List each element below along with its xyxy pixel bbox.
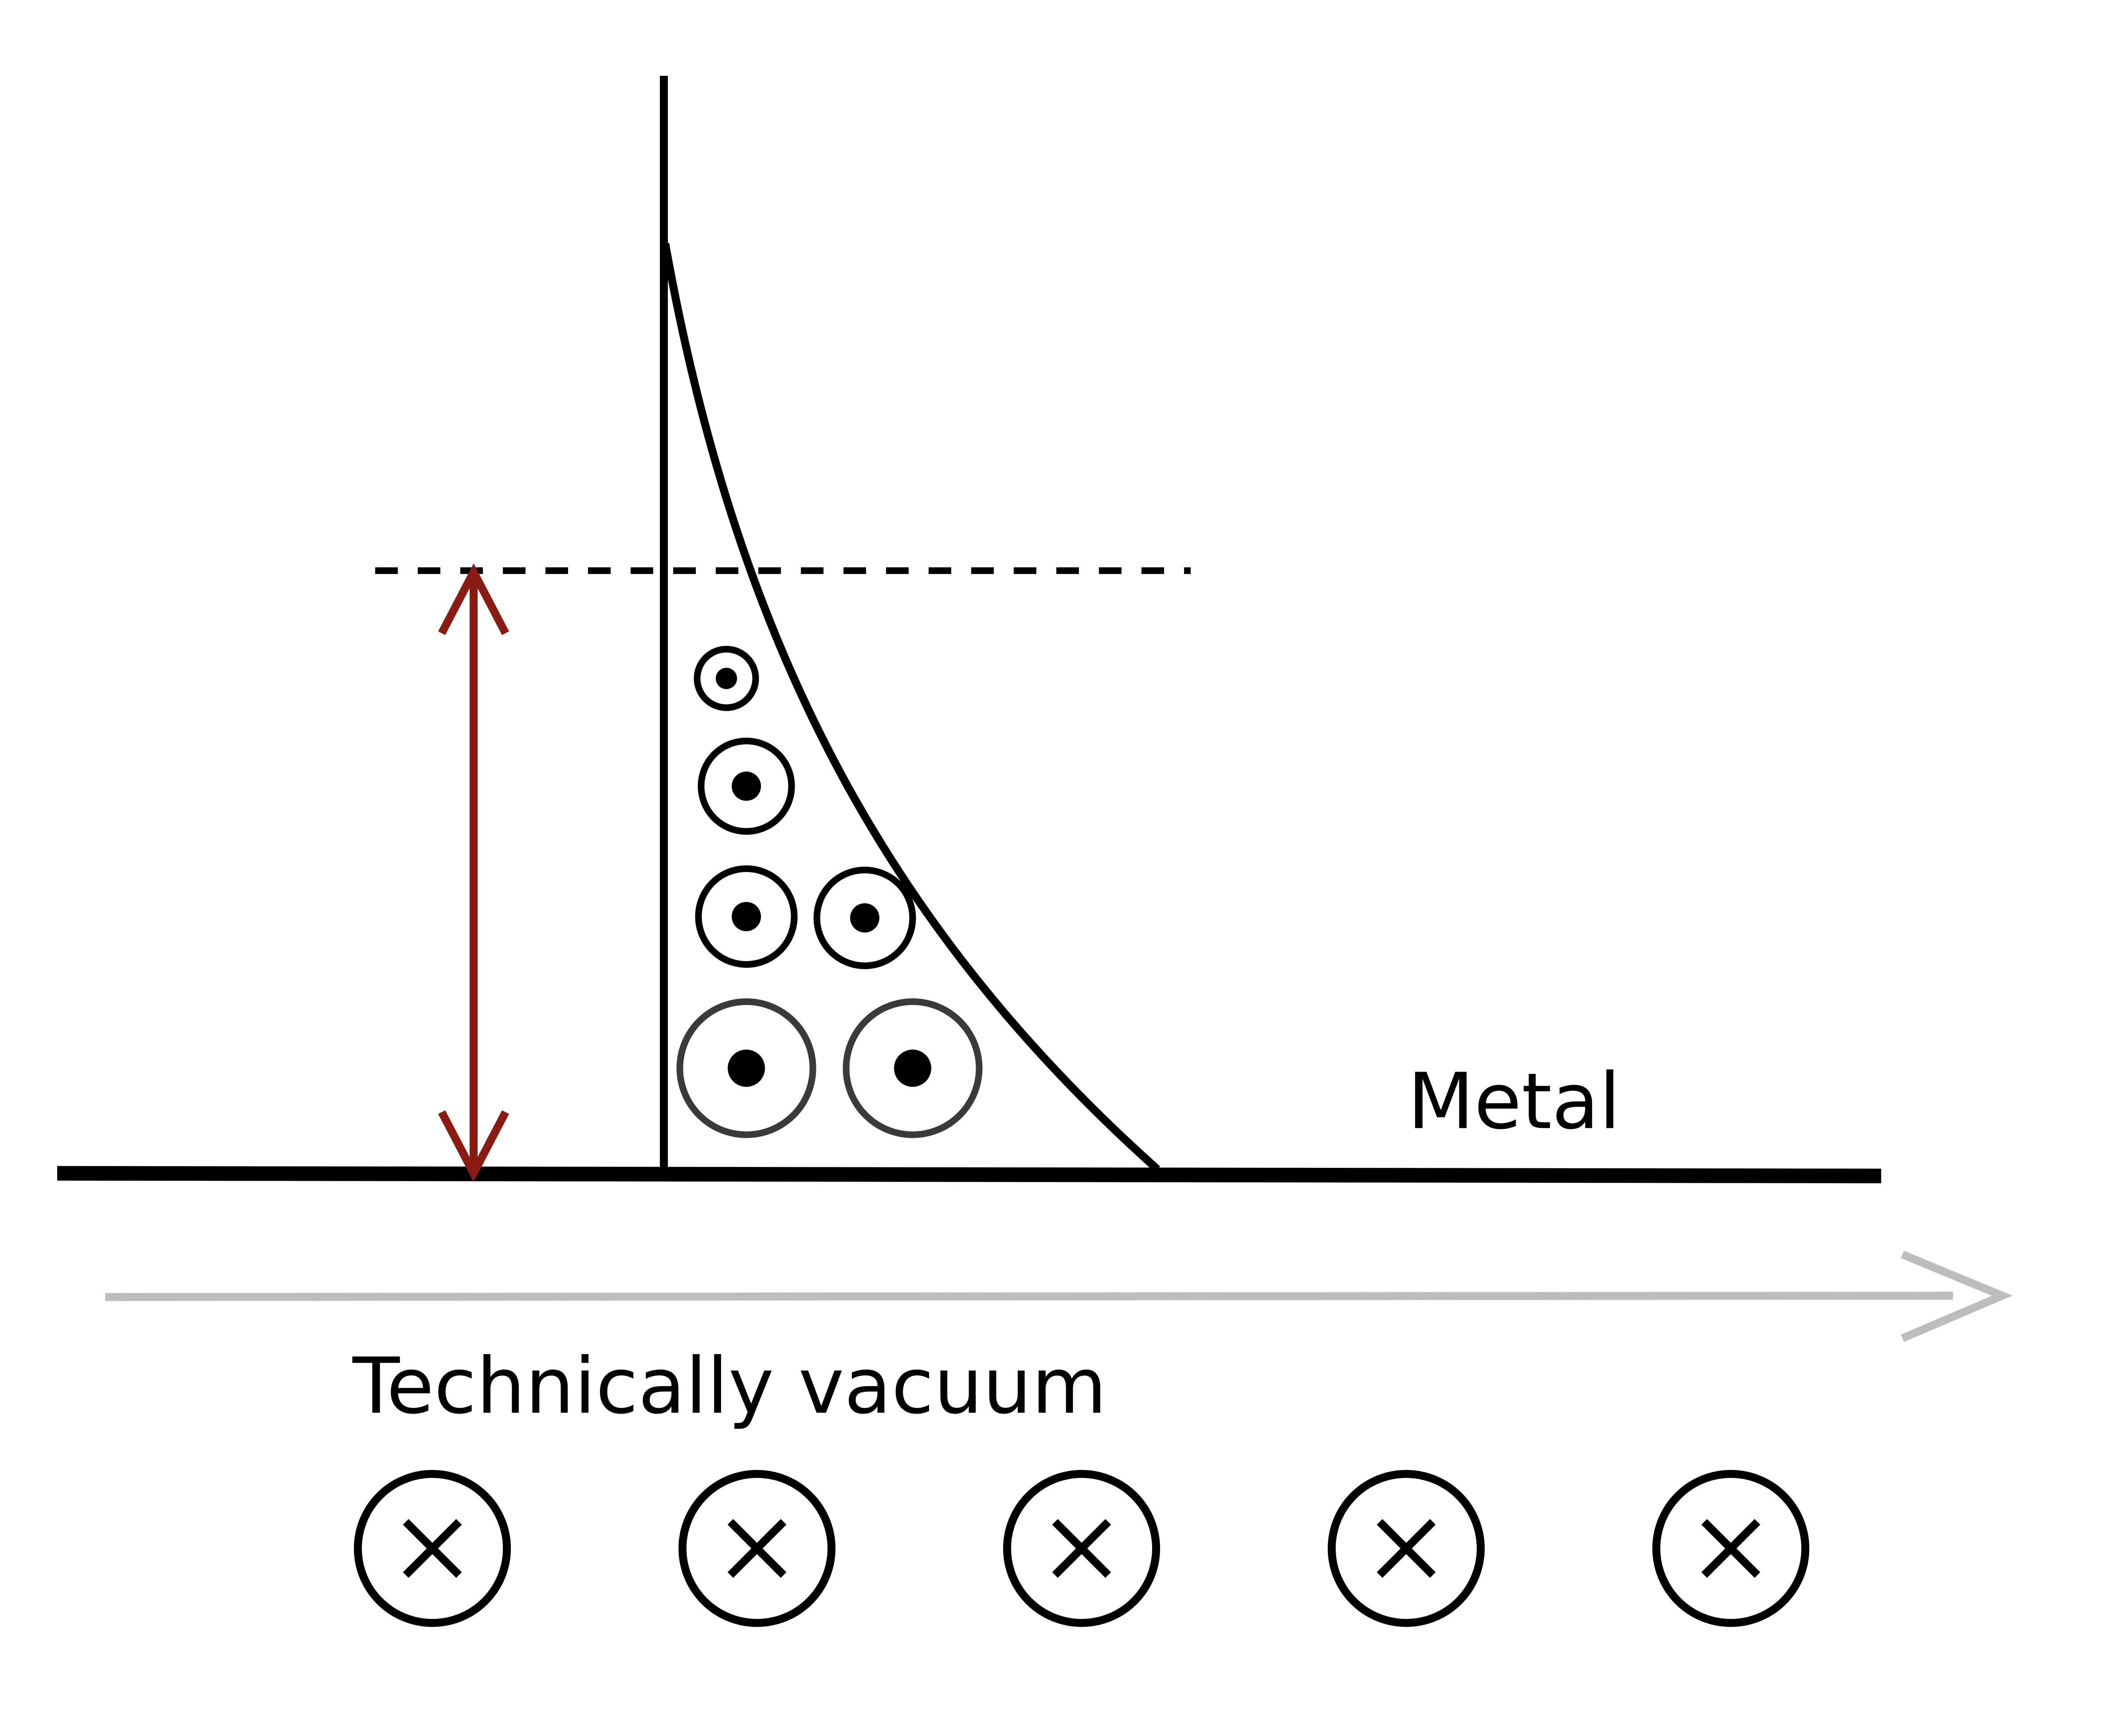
circle-cross-icon	[1003, 1470, 1160, 1627]
propagation-arrow-shaft	[105, 1292, 1953, 1301]
circle-cross-icon	[1652, 1470, 1809, 1627]
propagation-arrow-head	[1901, 1250, 2013, 1342]
vacuum-label: Technically vacuum	[352, 1342, 1107, 1431]
decay-curve	[661, 243, 1161, 1173]
circle-dot-icon	[698, 738, 795, 835]
dimension-arrow-head-bottom	[438, 1110, 509, 1182]
circle-cross-icon	[354, 1470, 511, 1627]
field-into-page-symbols	[354, 1470, 1809, 1627]
metal-label: Metal	[1408, 1057, 1620, 1147]
circle-cross-icon	[678, 1470, 835, 1627]
field-out-of-page-symbols	[676, 646, 983, 1138]
circle-dot-icon	[813, 867, 916, 969]
skin-depth-dimension-arrow	[438, 563, 509, 1182]
circle-dot-icon	[695, 865, 798, 968]
circle-dot-icon	[694, 646, 759, 711]
dimension-arrow-head-top	[438, 563, 509, 635]
metal-surface-line	[57, 1166, 1882, 1183]
propagation-arrow	[105, 1250, 2013, 1342]
circle-cross-icon	[1328, 1470, 1485, 1627]
circle-dot-icon	[843, 998, 983, 1138]
circle-dot-icon	[676, 998, 816, 1138]
